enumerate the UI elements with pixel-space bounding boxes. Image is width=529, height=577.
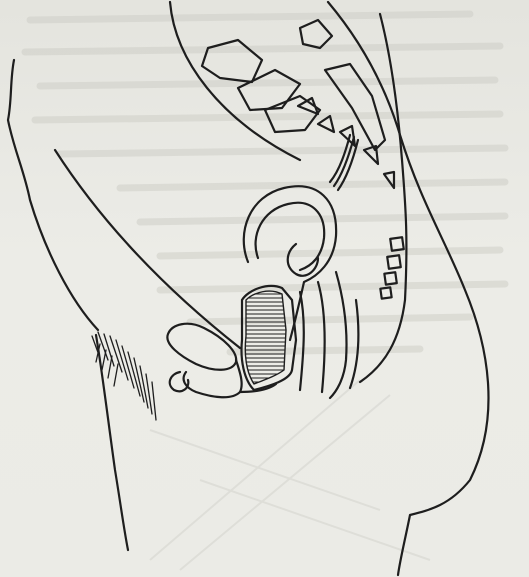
intestine-loop-3 — [238, 70, 300, 110]
uterine-cavity — [256, 203, 325, 270]
sacrum-outline — [360, 14, 406, 382]
buttock-outline — [328, 2, 489, 575]
vertebra-2 — [318, 116, 334, 132]
intestine-loop-2 — [300, 20, 332, 48]
abdomen-outline — [8, 60, 98, 330]
vertebra-5 — [384, 172, 394, 188]
pubic-symphysis — [167, 324, 236, 370]
thigh-outline — [96, 335, 128, 550]
coccyx-segment-4 — [380, 287, 391, 298]
vaginal-canal-back — [318, 282, 325, 392]
coccyx-segment-2 — [387, 255, 401, 269]
posterior-body-line — [170, 2, 300, 160]
vaginal-canal-front — [300, 292, 304, 390]
intestine-loop-4 — [265, 96, 320, 132]
coccyx-segment-1 — [390, 237, 404, 251]
anal-canal — [350, 300, 358, 388]
vertebra-1 — [298, 98, 318, 114]
rectum-outline — [330, 272, 347, 398]
vertebra-4 — [364, 146, 378, 164]
abdominal-wall-line — [55, 150, 240, 348]
cervix — [288, 244, 318, 276]
coccyx-segment-3 — [384, 272, 396, 284]
bladder-wall-hatching — [245, 291, 286, 384]
clitoral-hood — [170, 372, 189, 391]
intestine-loop-1 — [202, 40, 262, 82]
